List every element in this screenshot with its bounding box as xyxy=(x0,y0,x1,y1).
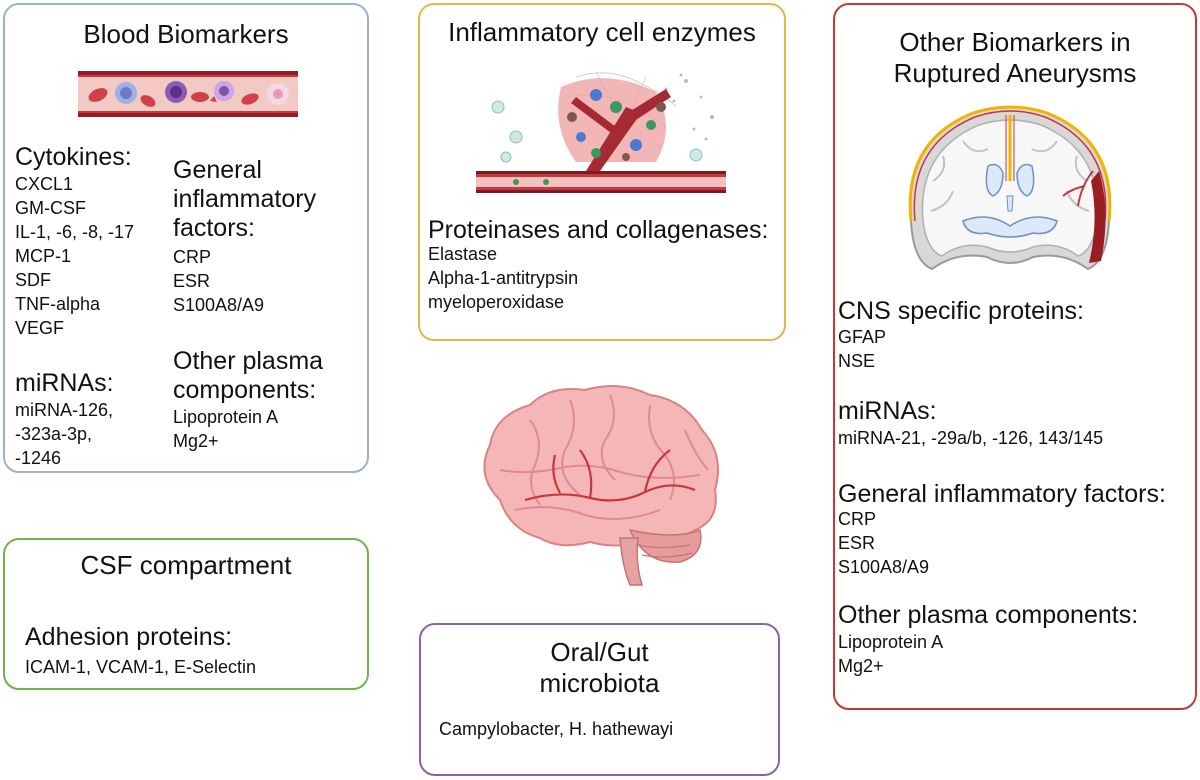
inflamed-vessel-icon xyxy=(476,71,726,193)
list-item: Elastase xyxy=(428,244,498,264)
other-plasma-components-list: Lipoprotein A Mg2+ xyxy=(838,630,943,678)
oral-gut-title: Oral/Gut microbiota xyxy=(539,637,660,698)
general-inflammatory-list: CRP ESR S100A8/A9 xyxy=(173,245,264,317)
inflammatory-enzymes-panel: Inflammatory cell enzymes Proteinases an… xyxy=(418,3,786,341)
brain-icon xyxy=(483,385,719,586)
other-general-inflammatory-list: CRP ESR S100A8/A9 xyxy=(838,507,929,579)
adhesion-proteins-list: ICAM-1, VCAM-1, E-Selectin xyxy=(25,657,257,677)
cytokines-list: CXCL1 GM-CSF IL-1, -6, -8, -17 MCP-1 SDF… xyxy=(15,172,134,340)
cns-proteins-heading: CNS specific proteins: xyxy=(838,297,1084,325)
inflammatory-enzymes-title: Inflammatory cell enzymes xyxy=(448,17,756,47)
cns-proteins-list: GFAP NSE xyxy=(838,325,886,373)
other-plasma-list: Lipoprotein A Mg2+ xyxy=(173,405,278,453)
proteinases-heading: Proteinases and collagenases: xyxy=(428,216,769,244)
other-mirnas-list: miRNA-21, -29a/b, -126, 143/145 xyxy=(838,428,1104,448)
ruptured-aneurysm-biomarkers-panel: Other Biomarkers in Ruptured Aneurysms C… xyxy=(833,3,1197,710)
list-item: VEGF xyxy=(15,318,65,338)
list-item: GM-CSF xyxy=(15,198,86,218)
oral-gut-microbiota-panel: Oral/Gut microbiota Campylobacter, H. ha… xyxy=(419,623,780,776)
list-item: ESR xyxy=(838,533,876,553)
list-item: MCP-1 xyxy=(15,246,72,266)
adhesion-proteins-heading: Adhesion proteins: xyxy=(25,623,233,651)
list-item: CRP xyxy=(838,509,877,529)
other-mirnas-heading: miRNAs: xyxy=(838,397,937,425)
ruptured-aneurysm-title: Other Biomarkers in Ruptured Aneurysms xyxy=(893,27,1137,88)
list-item: NSE xyxy=(838,351,876,371)
list-item: CRP xyxy=(173,247,212,267)
list-item: miRNA-126, xyxy=(15,400,114,420)
list-item: Lipoprotein A xyxy=(173,407,279,427)
blood-biomarkers-title: Blood Biomarkers xyxy=(83,19,289,49)
list-item: ESR xyxy=(173,271,211,291)
csf-title: CSF compartment xyxy=(80,550,292,580)
csf-compartment-panel: CSF compartment Adhesion proteins: ICAM-… xyxy=(3,538,369,690)
microbiota-list: Campylobacter, H. hathewayi xyxy=(439,719,674,739)
list-item: SDF xyxy=(15,270,51,290)
mirnas-heading: miRNAs: xyxy=(15,369,114,397)
list-item: -323a-3p, xyxy=(15,424,93,444)
list-item: S100A8/A9 xyxy=(173,295,265,315)
brain-section-icon xyxy=(908,105,1112,271)
list-item: Mg2+ xyxy=(173,431,219,451)
list-item: myeloperoxidase xyxy=(428,292,565,312)
other-general-inflammatory-heading: General inflammatory factors: xyxy=(838,480,1166,508)
general-inflammatory-heading: General inflammatory factors: xyxy=(173,156,317,242)
blood-vessel-icon xyxy=(78,71,298,117)
other-plasma-heading: Other plasma components: xyxy=(173,347,324,404)
cytokines-heading: Cytokines: xyxy=(15,143,132,171)
list-item: CXCL1 xyxy=(15,174,74,194)
list-item: GFAP xyxy=(838,327,887,347)
mirnas-list: miRNA-126, -323a-3p, -1246 xyxy=(15,398,113,470)
list-item: -1246 xyxy=(15,448,62,468)
list-item: S100A8/A9 xyxy=(838,557,930,577)
list-item: IL-1, -6, -8, -17 xyxy=(15,222,135,242)
list-item: Lipoprotein A xyxy=(838,632,944,652)
list-item: Mg2+ xyxy=(838,656,884,676)
list-item: Alpha-1-antitrypsin xyxy=(428,268,579,288)
other-plasma-components-heading: Other plasma components: xyxy=(838,601,1139,629)
list-item: TNF-alpha xyxy=(15,294,101,314)
blood-biomarkers-panel: Blood Biomarkers Cytokines: CXCL1 GM-CSF… xyxy=(3,3,369,473)
proteinases-list: Elastase Alpha-1-antitrypsin myeloperoxi… xyxy=(428,242,578,314)
